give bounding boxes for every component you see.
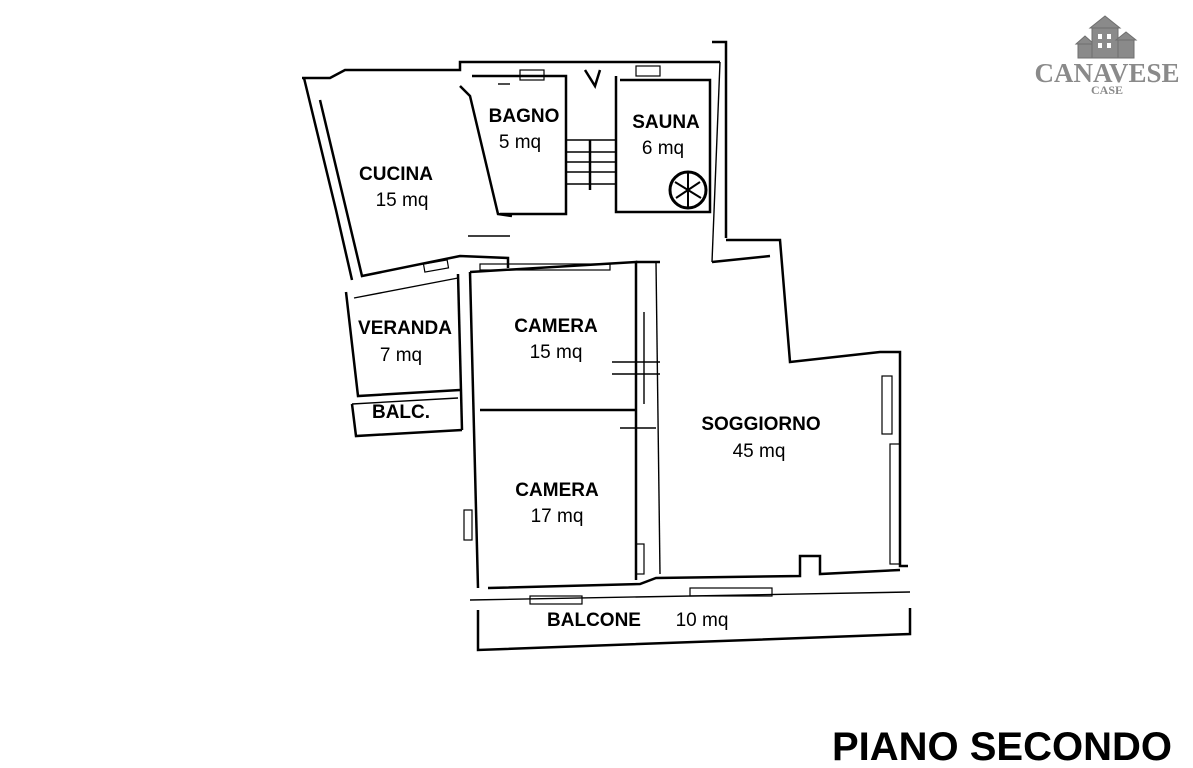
floor-title: PIANO SECONDO (832, 725, 1172, 768)
room-area: 15 mq (376, 190, 429, 211)
room-area: 5 mq (499, 132, 541, 153)
room-balc: BALC. (372, 402, 430, 423)
logo-line1: CANAVESE (1034, 58, 1179, 88)
room-name: VERANDA (358, 318, 452, 339)
canavese-logo: CANAVESE CASE (1034, 15, 1180, 97)
logo-line2: CASE (1091, 83, 1123, 97)
room-name: CAMERA (514, 316, 598, 337)
room-name: SAUNA (632, 112, 700, 133)
room-area: 15 mq (530, 342, 583, 363)
room-cucina: CUCINA 15 mq (359, 164, 433, 211)
room-sauna: SAUNA 6 mq (632, 112, 700, 159)
room-area: 45 mq (733, 441, 786, 462)
room-soggiorno: SOGGIORNO 45 mq (701, 414, 820, 462)
room-veranda: VERANDA 7 mq (358, 318, 452, 366)
room-name: CUCINA (359, 164, 433, 185)
room-name: BALCONE (547, 610, 641, 631)
room-bagno: BAGNO 5 mq (489, 106, 560, 153)
room-area: 6 mq (642, 138, 684, 159)
room-camera-1: CAMERA 15 mq (514, 316, 598, 363)
room-name: BAGNO (489, 106, 560, 127)
heater-icon (668, 170, 708, 210)
houses-icon (1074, 15, 1138, 59)
room-camera-2: CAMERA 17 mq (515, 480, 599, 527)
room-balcone: BALCONE 10 mq (547, 610, 728, 631)
room-area: 10 mq (676, 610, 729, 631)
room-name: CAMERA (515, 480, 599, 501)
room-area: 7 mq (380, 345, 422, 366)
room-area: 17 mq (531, 506, 584, 527)
room-name: BALC. (372, 402, 430, 423)
stairs (566, 69, 616, 190)
room-name: SOGGIORNO (701, 414, 820, 435)
walls (302, 40, 912, 652)
